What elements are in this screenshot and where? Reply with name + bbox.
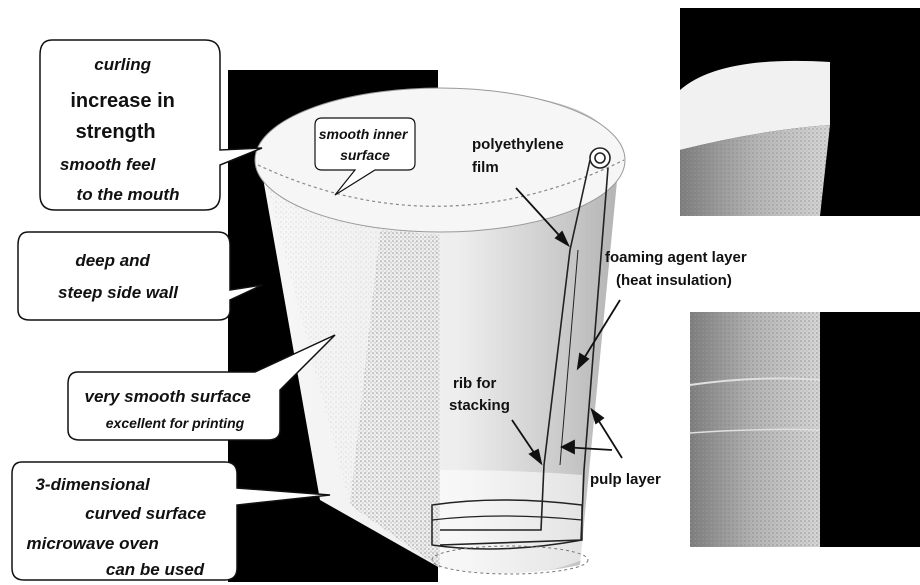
photo-inset-rim: [680, 8, 920, 216]
callout-curved-surface-line: curved surface: [85, 504, 206, 523]
photo-inset-wall: [690, 312, 920, 547]
callout-side-wall: deep and steep side wall: [18, 232, 262, 320]
label-polyethylene-line: polyethylene: [472, 136, 564, 153]
callout-smooth-surface-line: very smooth surface: [84, 387, 250, 406]
label-foaming-line: foaming agent layer: [605, 249, 747, 266]
label-foaming-line: (heat insulation): [616, 272, 732, 289]
callout-curved-surface-line: can be used: [106, 560, 205, 579]
callout-curling-line: curling: [94, 55, 151, 74]
callout-smooth-surface-line: excellent for printing: [106, 415, 245, 431]
label-rib-line: stacking: [449, 397, 510, 414]
callout-curling-line: to the mouth: [77, 185, 180, 204]
callout-curved-surface-line: 3-dimensional: [35, 475, 151, 494]
label-polyethylene-line: film: [472, 159, 499, 176]
callout-curling-line: strength: [76, 121, 156, 143]
callout-curved-surface-line: microwave oven: [26, 534, 158, 553]
callout-side-wall-line: steep side wall: [58, 283, 179, 302]
callout-inner-surface-line: smooth inner: [319, 126, 409, 142]
callout-curling-line: smooth feel: [60, 155, 157, 174]
label-rib-line: rib for: [453, 375, 496, 392]
callout-inner-surface-line: surface: [340, 147, 390, 163]
callout-side-wall-line: deep and: [75, 251, 150, 270]
label-foaming: foaming agent layer (heat insulation): [605, 249, 751, 289]
label-pulp: pulp layer: [590, 471, 661, 488]
callout-curling-line: increase in: [70, 90, 175, 112]
